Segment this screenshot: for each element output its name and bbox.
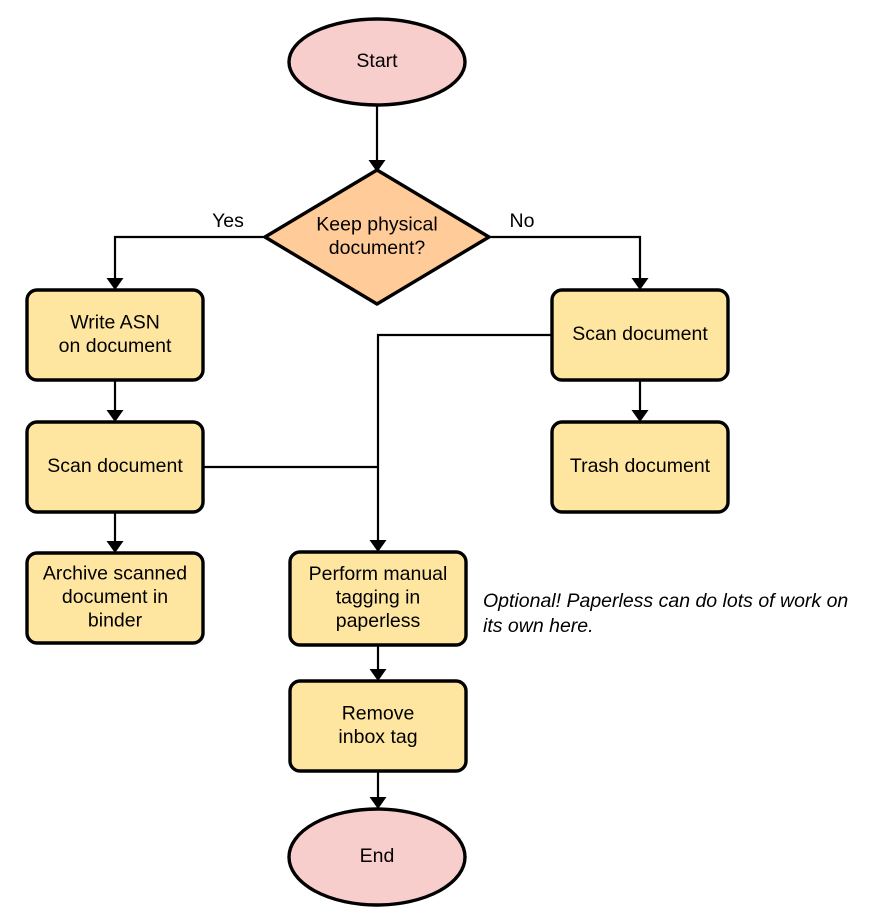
edge-scan-right-to-manual-tagging [369, 333, 552, 552]
terminator-shape[interactable] [287, 807, 467, 907]
edges-layer: Yes No [106, 105, 649, 809]
arrowhead-icon [106, 410, 124, 422]
arrowhead-icon [369, 797, 387, 809]
arrowhead-icon [106, 278, 124, 290]
annotation-optional-note: Optional! Paperless can do lots of work … [483, 590, 848, 637]
edge-remove-inbox-to-end [369, 771, 387, 809]
edge-scan-left-to-archive [106, 512, 124, 553]
node-label: document? [329, 237, 426, 259]
process-shape[interactable] [288, 679, 468, 773]
decision-shape[interactable] [263, 168, 491, 306]
node-start[interactable]: Start [287, 17, 467, 107]
arrowhead-icon [106, 541, 124, 553]
edge-manual-tagging-to-remove-inbox [369, 645, 387, 681]
annotation-line: its own here. [483, 615, 594, 637]
edge-start-to-decision [368, 105, 386, 172]
process-shape[interactable] [25, 420, 205, 514]
arrowhead-icon [631, 410, 649, 422]
process-shape[interactable] [550, 288, 730, 382]
node-label: on document [59, 335, 172, 357]
node-label: binder [88, 610, 143, 632]
edge-decision-no-to-scan-right: No [490, 210, 649, 290]
edge-decision-yes-to-write-asn: Yes [106, 210, 265, 290]
node-scan-right[interactable]: Scan document [550, 288, 730, 382]
edge-line [113, 235, 265, 282]
process-shape[interactable] [25, 551, 205, 645]
node-label: Scan document [572, 323, 708, 345]
process-shape[interactable] [550, 420, 730, 514]
terminator-shape[interactable] [287, 17, 467, 107]
node-end[interactable]: End [287, 807, 467, 907]
node-label: Remove [342, 702, 415, 724]
node-label: Archive scanned [43, 563, 187, 585]
edge-scan-right-to-trash [631, 380, 649, 422]
arrowhead-icon [631, 278, 649, 290]
node-label: Start [356, 50, 398, 72]
node-label: Write ASN [70, 311, 160, 333]
node-scan-left[interactable]: Scan document [25, 420, 205, 514]
node-label: Trash document [570, 455, 711, 477]
arrowhead-icon [369, 669, 387, 681]
arrowhead-icon [369, 540, 387, 552]
node-trash[interactable]: Trash document [550, 420, 730, 514]
node-label: document in [62, 586, 168, 608]
edge-label: Yes [212, 210, 244, 232]
node-label: tagging in [336, 587, 421, 609]
node-label: paperless [336, 610, 421, 632]
process-shape[interactable] [25, 288, 205, 382]
arrowhead-icon [368, 160, 386, 172]
process-shape[interactable] [288, 550, 468, 647]
edge-line [490, 235, 642, 282]
annotation-line: Optional! Paperless can do lots of work … [483, 590, 848, 612]
edge-label: No [510, 210, 535, 232]
node-label: Perform manual [309, 563, 448, 585]
node-label: End [360, 845, 395, 867]
node-label: Keep physical [316, 213, 437, 235]
edge-write-asn-to-scan-left [106, 380, 124, 422]
edge-line [376, 333, 552, 544]
node-label: Scan document [47, 455, 183, 477]
annotations-layer: Optional! Paperless can do lots of work … [483, 590, 848, 637]
node-label: inbox tag [338, 726, 417, 748]
